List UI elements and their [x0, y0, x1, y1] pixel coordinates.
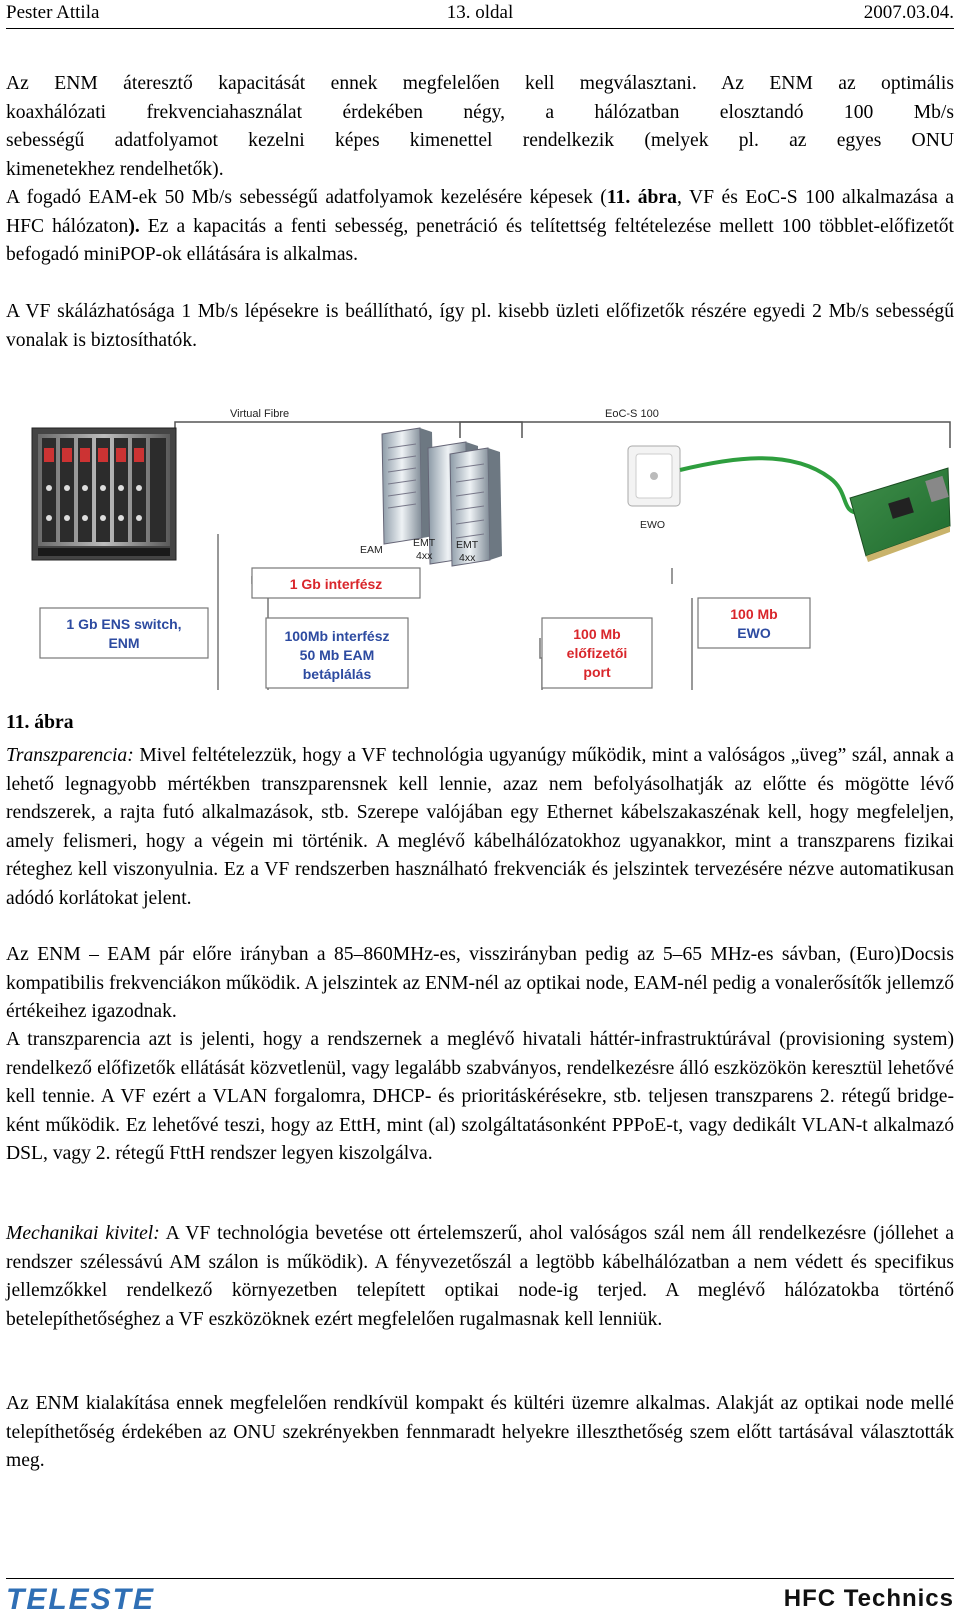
hfc-technics-logo: HFC Technics [783, 1585, 954, 1612]
subscriber-port-line2: előfizetői [567, 645, 628, 661]
eam-emt-devices-image [381, 427, 502, 567]
ethernet-cable [679, 456, 861, 515]
ewo-box-line1: 100 Mb [730, 606, 777, 622]
eam-label: EAM [360, 544, 383, 556]
ewo-wall-outlet-image [627, 445, 681, 507]
emt2-label: EMT [456, 539, 479, 551]
mb-interface-line3: betáplálás [303, 666, 372, 682]
paragraph-mechanical: Mechanikai kivitel: A VF technológia bev… [6, 1220, 954, 1334]
paragraph-provisioning: A transzparencia azt is jelenti, hogy a … [6, 1026, 954, 1169]
term-transparency: Transzparencia: [6, 745, 134, 766]
figure-caption: 11. ábra [6, 712, 74, 733]
virtual-fibre-label: Virtual Fibre [230, 408, 289, 420]
paragraph-scalability: A VF skálázhatósága 1 Mb/s lépésekre is … [6, 298, 954, 355]
paragraph-text: Mivel feltételezzük, hogy a VF technológ… [6, 745, 954, 909]
paragraph-text: A VF technológia bevetése ott értelemsze… [6, 1223, 954, 1330]
paragraph-text: A VF skálázhatósága 1 Mb/s lépésekre is … [6, 301, 954, 351]
paragraph-enm-design: Az ENM kialakítása ennek megfelelően ren… [6, 1390, 954, 1476]
mb-interface-box [265, 617, 409, 689]
ens-switch-box [39, 607, 209, 659]
text-line: Az ENM áteresztő kapacitását ennek megfe… [6, 73, 954, 94]
paragraph-enm-capacity: Az ENM áteresztő kapacitását ennek megfe… [6, 70, 954, 184]
term-mechanical: Mechanikai kivitel: [6, 1223, 160, 1244]
eoc-bracket [459, 421, 951, 448]
network-diagram: Virtual Fibre EoC-S 100 [31, 408, 951, 690]
rack-modules [42, 438, 166, 542]
header-page-number: 13. oldal [446, 2, 514, 23]
text-line: kimenetekhez rendelhetők). [6, 158, 224, 180]
gb-interface-label: 1 Gb interfész [290, 576, 383, 592]
eoc-label: EoC-S 100 [605, 408, 659, 420]
virtual-fibre-bracket [174, 421, 523, 438]
ens-switch-label-line1: 1 Gb ENS switch, [66, 616, 181, 632]
paragraph-text: A transzparencia azt is jelenti, hogy a … [6, 1029, 954, 1165]
teleste-logo: TELESTE [6, 1583, 156, 1616]
paragraph-frequency: Az ENM – EAM pár előre irányban a 85–860… [6, 941, 954, 1027]
text-line: sebességű adatfolyamot kezelni képes kim… [6, 130, 954, 152]
subscriber-port-box [541, 617, 653, 689]
subscriber-port-line3: port [583, 664, 611, 680]
paragraph-eam: A fogadó EAM-ek 50 Mb/s sebességű adatfo… [6, 184, 954, 270]
page-footer: TELESTE HFC Technics [6, 1578, 954, 1616]
ewo-box-line2: EWO [737, 625, 771, 641]
emt2-sub: 4xx [459, 552, 476, 564]
paragraph-text: Az ENM – EAM pár előre irányban a 85–860… [6, 944, 954, 1023]
emt1-sub: 4xx [416, 550, 433, 562]
ens-switch-label-line2: ENM [108, 635, 139, 651]
text-line: koaxhálózati frekvenciahasználat érdekéb… [6, 101, 954, 123]
gb-interface-box [251, 567, 421, 599]
header-date: 2007.03.04. [863, 2, 954, 23]
subscriber-port-line1: 100 Mb [573, 626, 620, 642]
text-run: A fogadó EAM-ek 50 Mb/s sebességű adatfo… [6, 187, 607, 208]
figure-reference: 11. ábra [606, 187, 677, 208]
text-run: , VF és EoC-S 100 alkalmazása a HFC háló… [6, 187, 954, 237]
mb-interface-line1: 100Mb interfész [284, 628, 389, 644]
ewo-label: EWO [640, 519, 665, 531]
header-author: Pester Attila [6, 2, 100, 23]
emt1-label: EMT [413, 537, 436, 549]
paragraph-transparency: Transzparencia: Mivel feltételezzük, hog… [6, 742, 954, 914]
ewo-box [697, 597, 811, 649]
mb-interface-line2: 50 Mb EAM [300, 647, 375, 663]
network-card-image [849, 467, 951, 562]
page-header: Pester Attila 13. oldal 2007.03.04. [6, 0, 954, 29]
paragraph-text: Az ENM kialakítása ennek megfelelően ren… [6, 1393, 954, 1472]
text-run-bold: ). [128, 215, 140, 237]
text-run: Ez a kapacitás a fenti sebesség, penetrá… [6, 215, 954, 266]
ens-rack-image [31, 427, 177, 561]
